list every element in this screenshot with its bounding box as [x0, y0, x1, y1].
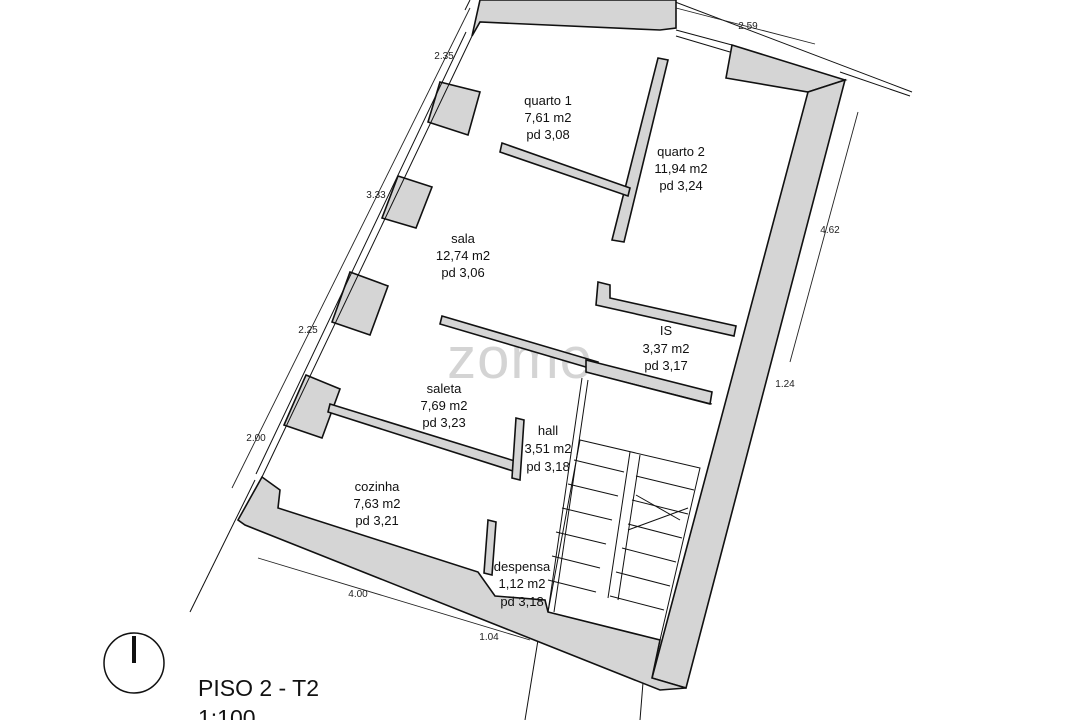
dim-label: 4.62: [820, 225, 840, 236]
stair-arrow: [635, 494, 681, 521]
wall-top: [471, 0, 677, 37]
street-line-right: [669, 0, 913, 93]
room-height: pd 3,06: [441, 265, 484, 280]
pier-3: [330, 270, 390, 337]
room-despensa: despensa 1,12 m2 pd 3,18: [494, 559, 551, 609]
room-area: 3,37 m2: [643, 341, 690, 356]
room-height: pd 3,18: [526, 459, 569, 474]
street-line-left: [189, 479, 256, 613]
stair-step: [555, 531, 607, 545]
pier-2: [380, 175, 434, 229]
street-line-top: [464, 0, 471, 11]
room-height: pd 3,21: [355, 513, 398, 528]
room-name: saleta: [427, 381, 462, 396]
room-quarto-1: quarto 1 7,61 m2 pd 3,08: [524, 93, 572, 142]
wall-is-top: [595, 280, 737, 337]
hall-top-line: [585, 371, 713, 405]
room-sala: sala 12,74 m2 pd 3,06: [436, 231, 490, 280]
dimension-lines: [231, 7, 859, 641]
dim-label: 2.35: [434, 51, 454, 62]
stair-step: [573, 459, 625, 473]
street-line-bottom-1: [524, 639, 539, 721]
stair-arrow: [627, 507, 689, 531]
north-arrow-icon: [103, 632, 165, 694]
room-name: IS: [660, 323, 673, 338]
stair-step: [615, 571, 671, 587]
street-line-right-2: [839, 71, 911, 97]
stair-step: [627, 523, 683, 539]
stair-step: [609, 595, 665, 611]
wall-bottom: [236, 475, 687, 691]
dim-label: 2.25: [298, 325, 318, 336]
wall-hall-stub: [511, 416, 525, 482]
stair-outline: [547, 439, 701, 641]
room-height: pd 3,17: [644, 358, 687, 373]
dim-label: 4.00: [348, 589, 368, 600]
dim-label: 2.59: [738, 21, 758, 32]
stair-divider: [617, 454, 641, 601]
pier-4: [282, 373, 342, 440]
wall-despensa-left: [483, 518, 497, 577]
room-area: 3,51 m2: [525, 441, 572, 456]
room-area: 7,69 m2: [421, 398, 468, 413]
room-quarto-2: quarto 2 11,94 m2 pd 3,24: [654, 144, 707, 193]
room-is: IS 3,37 m2 pd 3,17: [643, 323, 690, 373]
dim-line-right: [789, 111, 859, 363]
dim-label: 1.24: [775, 379, 795, 390]
room-name: cozinha: [355, 479, 401, 494]
dim-label: 2.00: [246, 433, 266, 444]
plan-scale: 1:100: [198, 705, 256, 720]
stair-step: [551, 555, 601, 569]
room-area: 12,74 m2: [436, 248, 490, 263]
dim-line-top: [675, 7, 816, 45]
stair-step: [547, 579, 597, 593]
room-area: 7,61 m2: [525, 110, 572, 125]
door-top-line-2: [675, 35, 731, 53]
door-top-line-1: [675, 29, 733, 46]
dim-line-left: [231, 7, 471, 489]
room-hall: hall 3,51 m2 pd 3,18: [525, 423, 572, 474]
room-name: hall: [538, 423, 558, 438]
room-height: pd 3,08: [526, 127, 569, 142]
dim-label: 3.33: [366, 190, 386, 201]
stair-step: [567, 483, 619, 497]
stair-divider: [607, 451, 631, 599]
outer-walls: [236, 0, 848, 691]
wall-quarto1-sala: [499, 141, 631, 198]
plan-title: PISO 2 - T2: [198, 675, 319, 701]
room-cozinha: cozinha 7,63 m2 pd 3,21: [354, 479, 401, 528]
dim-label: 1.04: [479, 632, 499, 643]
staircase: [547, 439, 701, 641]
room-area: 11,94 m2: [654, 161, 707, 176]
dim-line-bottom: [257, 557, 531, 641]
room-name: quarto 2: [657, 144, 705, 159]
stair-step: [561, 507, 613, 521]
room-height: pd 3,23: [422, 415, 465, 430]
stair-step: [621, 547, 677, 563]
stair-step: [631, 499, 689, 515]
facade-line-1: [261, 35, 473, 478]
room-height: pd 3,24: [659, 178, 702, 193]
hall-partition-2: [553, 379, 589, 613]
room-name: despensa: [494, 559, 551, 574]
facade-line-2: [255, 31, 467, 475]
room-saleta: saleta 7,69 m2 pd 3,23: [421, 381, 468, 430]
room-name: sala: [451, 231, 476, 246]
hall-partition-1: [547, 377, 583, 613]
room-name: quarto 1: [524, 93, 572, 108]
interior-walls: [327, 57, 737, 577]
room-area: 7,63 m2: [354, 496, 401, 511]
room-height: pd 3,18: [500, 594, 543, 609]
stair-step: [635, 475, 695, 491]
pier-1: [427, 81, 481, 137]
room-area: 1,12 m2: [499, 576, 546, 591]
